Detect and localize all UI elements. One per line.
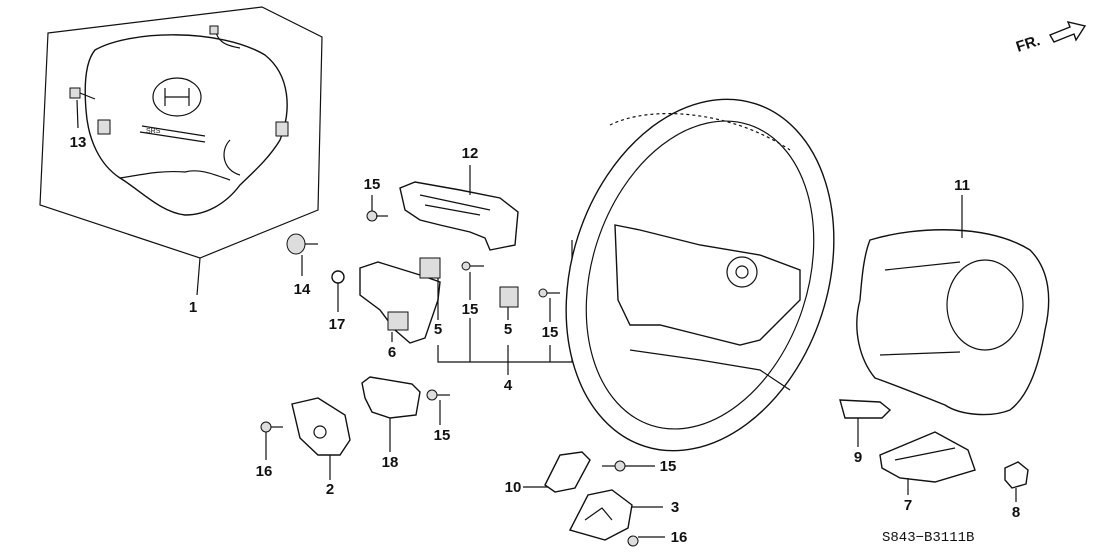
clip-5-left bbox=[419, 257, 441, 279]
clip-8-body bbox=[1004, 461, 1029, 489]
inset-box bbox=[39, 6, 323, 259]
bracket-18 bbox=[361, 376, 421, 452]
switch-3-body bbox=[568, 489, 633, 541]
bracket-6 bbox=[359, 261, 441, 344]
callout-3: 3 bbox=[671, 499, 679, 516]
callout-5-right: 5 bbox=[504, 321, 512, 338]
wheel-hub bbox=[614, 224, 801, 346]
callout-6: 6 bbox=[388, 344, 396, 361]
lower-cover-7-body bbox=[879, 431, 976, 483]
callout-5-left: 5 bbox=[434, 321, 442, 338]
callout-1: 1 bbox=[189, 299, 197, 316]
callout-16-left: 16 bbox=[256, 463, 273, 480]
switch-2-knob bbox=[313, 425, 327, 439]
diagram-code: S843−B3111B bbox=[882, 530, 974, 546]
honda-logo-outline bbox=[152, 77, 202, 117]
airbag-lower-edge bbox=[119, 170, 231, 181]
airbag-left-clip bbox=[97, 119, 111, 135]
wheel-rim-inner bbox=[585, 120, 815, 430]
honda-logo-h bbox=[164, 88, 190, 106]
screw-15-mid-right-head bbox=[538, 288, 548, 298]
lower-cover-7-rib bbox=[894, 447, 956, 461]
screw-16-left-head bbox=[260, 421, 272, 433]
callout-14: 14 bbox=[294, 281, 311, 298]
nut-14-head bbox=[286, 233, 306, 255]
bracket-18-body bbox=[361, 376, 421, 419]
wheel-center-hole bbox=[735, 265, 749, 279]
rear-cover-11-opening bbox=[946, 259, 1024, 351]
airbag-cover bbox=[84, 34, 288, 216]
rear-cover-11 bbox=[856, 195, 1050, 416]
bracket-6-clip bbox=[387, 311, 409, 331]
callout-8: 8 bbox=[1012, 504, 1020, 521]
screw-15-bottom bbox=[602, 460, 655, 472]
airbag-connector bbox=[209, 25, 219, 35]
front-direction-label: FR. bbox=[1014, 32, 1042, 56]
callout-12: 12 bbox=[462, 145, 479, 162]
switch-12-body bbox=[399, 181, 519, 251]
callout-17: 17 bbox=[329, 316, 346, 333]
callout-15-top: 15 bbox=[364, 176, 381, 193]
switch-12 bbox=[399, 165, 519, 251]
callout-13: 13 bbox=[70, 134, 87, 151]
airbag-notch bbox=[223, 139, 241, 176]
rear-cover-11-body bbox=[856, 229, 1050, 416]
screw-13-shank bbox=[79, 92, 96, 100]
callout-15-lower: 15 bbox=[434, 427, 451, 444]
switch-3-mark bbox=[584, 507, 613, 521]
lower-cover-7 bbox=[879, 431, 976, 495]
steering-wheel bbox=[565, 98, 835, 452]
callout-15-bottom: 15 bbox=[660, 458, 677, 475]
callout-4: 4 bbox=[504, 377, 513, 394]
clip-17 bbox=[331, 270, 345, 312]
leader-13 bbox=[76, 99, 79, 129]
screw-13-head bbox=[69, 87, 81, 99]
part-9 bbox=[839, 399, 892, 447]
clip-8 bbox=[1004, 461, 1029, 502]
callout-10: 10 bbox=[505, 479, 522, 496]
screw-15-top-head bbox=[366, 210, 378, 222]
screw-16-left bbox=[260, 421, 283, 460]
airbag-right-clip bbox=[275, 121, 289, 137]
part-9-body bbox=[839, 399, 892, 419]
clip-17-head bbox=[331, 270, 345, 284]
front-arrow-icon bbox=[1048, 21, 1087, 43]
bracket-6-body bbox=[359, 261, 441, 344]
clips-5 bbox=[419, 257, 519, 320]
wheel-lower-spoke bbox=[629, 349, 791, 391]
switch-3 bbox=[568, 489, 663, 541]
screws-15-middle bbox=[461, 261, 560, 322]
screw-15-bottom-head bbox=[614, 460, 626, 472]
wheel-stitching bbox=[609, 113, 791, 151]
airbag-module-group: SRS bbox=[39, 6, 323, 296]
rear-cover-11-ribs bbox=[879, 261, 961, 356]
callout-16-bottom: 16 bbox=[671, 529, 688, 546]
front-direction-indicator: FR. bbox=[1014, 21, 1087, 56]
callout-15-mid-right: 15 bbox=[542, 324, 559, 341]
callout-2: 2 bbox=[326, 481, 334, 498]
srs-label-mark: SRS bbox=[146, 128, 161, 135]
screw-13 bbox=[69, 87, 96, 129]
callout-15-mid-left: 15 bbox=[462, 301, 479, 318]
nut-14 bbox=[286, 233, 318, 276]
callout-18: 18 bbox=[382, 454, 399, 471]
screw-16-bottom-head bbox=[627, 535, 639, 547]
callout-11: 11 bbox=[954, 177, 970, 194]
clip-5-right bbox=[499, 286, 519, 308]
switch-2 bbox=[291, 397, 351, 480]
srs-label-strip bbox=[139, 125, 206, 143]
screw-15-lower bbox=[426, 389, 450, 425]
callout-7: 7 bbox=[904, 497, 912, 514]
leader-1 bbox=[196, 257, 201, 296]
bracket-10 bbox=[523, 451, 591, 493]
screw-15-top bbox=[366, 195, 388, 222]
screw-15-lower-head bbox=[426, 389, 438, 401]
callout-9: 9 bbox=[854, 449, 862, 466]
wheel-center-boss bbox=[726, 256, 758, 288]
bracket-10-body bbox=[544, 451, 591, 493]
screw-15-mid-left-head bbox=[461, 261, 471, 271]
switch-12-detail bbox=[419, 194, 491, 216]
screw-16-bottom bbox=[627, 535, 665, 547]
